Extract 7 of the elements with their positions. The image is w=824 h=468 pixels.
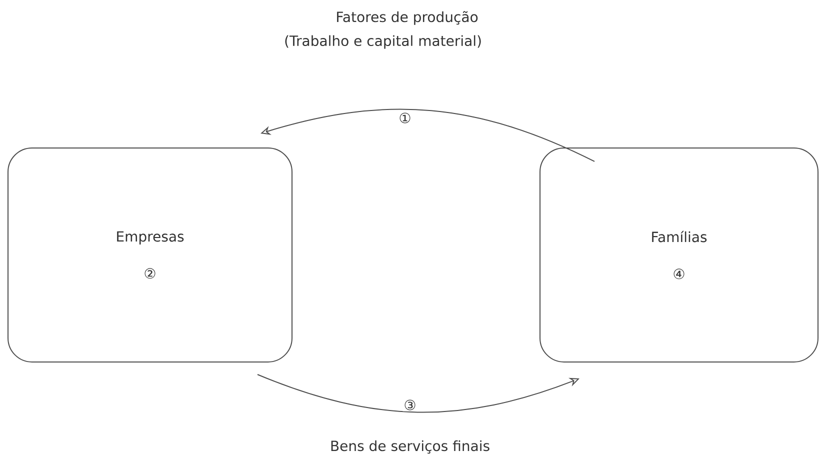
flow-label: Fatores de produção: [337, 11, 478, 25]
flow-label: Bens de serviços finais: [331, 440, 490, 454]
rounded-box: Empresas ②: [8, 148, 292, 362]
edge-label: ③: [402, 398, 418, 412]
rounded-box: Famílias ④: [540, 148, 818, 362]
flow-label: (Trabalho e capital material): [285, 35, 481, 49]
edge-label: ①: [398, 112, 412, 124]
